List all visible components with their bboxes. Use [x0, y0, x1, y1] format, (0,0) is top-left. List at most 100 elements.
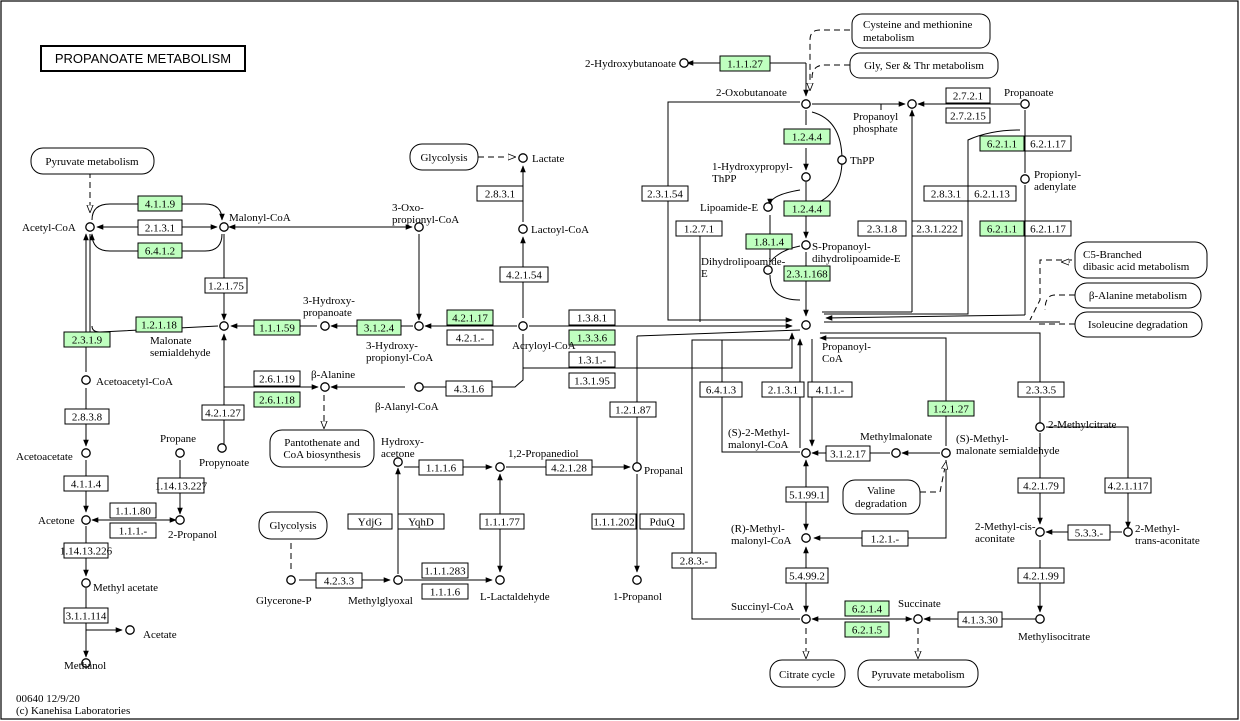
compound-node[interactable]: (S)-Methyl-malonate semialdehyde: [941, 433, 1060, 458]
pathway-beta-alanine[interactable]: β-Alanine metabolism: [1074, 282, 1202, 309]
enzyme-box[interactable]: 4.2.1.-: [446, 329, 494, 346]
enzyme-box[interactable]: 2.1.3.1: [761, 381, 805, 398]
compound-node[interactable]: Methanol: [64, 658, 106, 672]
compound-node[interactable]: 3-Hydroxy-propanoate: [303, 295, 355, 331]
compound-node[interactable]: 1-Hydroxypropyl-ThPP: [712, 161, 811, 185]
compound-node[interactable]: Propynoate: [199, 443, 249, 469]
pathway-citrate-cycle[interactable]: Citrate cycle: [769, 659, 846, 688]
enzyme-box[interactable]: 4.2.1.28: [545, 459, 593, 476]
enzyme-box[interactable]: 1.2.1.87: [609, 401, 657, 418]
compound-node[interactable]: Methyl acetate: [81, 578, 158, 594]
compound-node[interactable]: Glycerone-P: [256, 575, 312, 607]
compound-node[interactable]: Methylglyoxal: [348, 575, 413, 607]
enzyme-box[interactable]: 1.1.1.59: [253, 319, 301, 336]
compound-node[interactable]: ThPP: [837, 155, 875, 167]
enzyme-box[interactable]: 2.3.3.5: [1017, 381, 1065, 398]
enzyme-box[interactable]: 1.3.1.-: [568, 351, 616, 368]
enzyme-box[interactable]: 4.2.1.27: [201, 404, 245, 421]
enzyme-box[interactable]: 4.2.1.99: [1017, 567, 1065, 584]
pathway-pyruvate-metabolism-2[interactable]: Pyruvate metabolism: [857, 659, 979, 688]
enzyme-box[interactable]: 1.2.4.4: [783, 200, 831, 217]
compound-node[interactable]: 1-Propanol: [613, 575, 662, 603]
compound-node[interactable]: Propanoyl-CoA: [801, 320, 871, 365]
enzyme-box[interactable]: 4.3.1.6: [445, 380, 493, 397]
enzyme-box[interactable]: 2.6.1.19: [253, 370, 301, 387]
enzyme-box[interactable]: 6.2.1.5: [844, 621, 890, 638]
compound-node[interactable]: L-Lactaldehyde: [480, 575, 550, 603]
enzyme-box[interactable]: 2.8.3.1: [923, 185, 969, 202]
compound-node[interactable]: β-Alanine: [311, 369, 355, 392]
enzyme-box[interactable]: 3.1.2.17: [825, 445, 871, 462]
compound-node[interactable]: Hydroxy-acetone: [381, 436, 424, 467]
compound-node[interactable]: S-Propanoyl-dihydrolipoamide-E: [801, 240, 901, 265]
enzyme-box[interactable]: 2.8.3.-: [671, 552, 717, 569]
compound-node[interactable]: 1,2-Propanediol: [495, 448, 579, 472]
enzyme-box[interactable]: 1.1.1.27: [719, 55, 771, 72]
pathway-cysteine-methionine[interactable]: Cysteine and methionine metabolism: [851, 13, 991, 49]
enzyme-box[interactable]: 1.2.1.-: [861, 530, 909, 547]
pathway-pyruvate-metabolism[interactable]: Pyruvate metabolism: [30, 147, 155, 175]
gene-box[interactable]: PduQ: [639, 513, 685, 530]
enzyme-box[interactable]: 1.14.13.227: [155, 477, 208, 494]
enzyme-box[interactable]: 3.1.2.4: [356, 319, 402, 336]
pathway-pantothenate[interactable]: Pantothenate and CoA biosynthesis: [269, 429, 375, 468]
enzyme-box[interactable]: 4.1.1.4: [63, 475, 109, 492]
enzyme-box[interactable]: 4.1.3.30: [957, 611, 1003, 628]
compound-node[interactable]: β-Alanyl-CoA: [375, 382, 439, 413]
enzyme-box[interactable]: 2.8.3.1: [476, 185, 524, 202]
compound-node[interactable]: 2-Methyl-trans-aconitate: [1123, 523, 1200, 547]
enzyme-box[interactable]: 1.1.1.77: [479, 513, 525, 530]
gene-box[interactable]: YqhD: [397, 513, 445, 530]
enzyme-box[interactable]: 6.4.1.3: [699, 381, 743, 398]
compound-node[interactable]: Propionyl-adenylate: [1020, 169, 1082, 193]
pathway-gly-ser-thr[interactable]: Gly, Ser & Thr metabolism: [849, 52, 999, 79]
enzyme-box[interactable]: 4.2.1.117: [1104, 477, 1152, 494]
compound-node[interactable]: Acetoacetyl-CoA: [81, 375, 173, 388]
enzyme-box[interactable]: 1.2.1.27: [927, 400, 975, 417]
compound-node[interactable]: Dihydrolipoamide-E: [701, 256, 786, 280]
compound-node[interactable]: Acetate: [125, 625, 177, 641]
enzyme-box[interactable]: 2.1.3.1: [137, 219, 183, 236]
enzyme-box[interactable]: 1.1.1.-: [109, 522, 157, 539]
enzyme-box[interactable]: 6.2.1.1: [979, 135, 1025, 152]
enzyme-box[interactable]: 6.2.1.1: [979, 220, 1025, 237]
enzyme-box[interactable]: 1.8.1.4: [745, 233, 793, 250]
enzyme-box[interactable]: 5.4.99.2: [785, 567, 829, 584]
compound-node[interactable]: Methylmalonate: [860, 431, 932, 458]
enzyme-box[interactable]: 6.2.1.13: [967, 185, 1017, 202]
enzyme-box[interactable]: 4.1.1.9: [137, 195, 183, 212]
enzyme-box[interactable]: 1.2.7.1: [675, 220, 723, 237]
compound-node[interactable]: 2-Propanol: [168, 515, 217, 541]
enzyme-box[interactable]: 1.1.1.80: [109, 502, 157, 519]
compound-node[interactable]: 2-Hydroxybutanoate: [585, 58, 689, 70]
enzyme-box[interactable]: 1.1.1.283: [421, 562, 469, 579]
enzyme-box[interactable]: 5.3.3.-: [1067, 524, 1111, 541]
enzyme-box[interactable]: 2.7.2.1: [945, 87, 991, 104]
enzyme-box[interactable]: 6.4.1.2: [137, 242, 183, 259]
gene-box[interactable]: YdjG: [347, 513, 393, 530]
compound-node[interactable]: Succinyl-CoA: [731, 601, 811, 624]
compound-node[interactable]: Lipoamide-E: [700, 202, 773, 214]
pathway-glycolysis-2[interactable]: Glycolysis: [258, 511, 328, 540]
enzyme-box[interactable]: 2.3.1.54: [641, 185, 689, 202]
enzyme-box[interactable]: 2.6.1.18: [253, 391, 301, 408]
compound-node[interactable]: Acetone: [38, 515, 91, 527]
compound-node[interactable]: Methylisocitrate: [1018, 614, 1090, 643]
enzyme-box[interactable]: 1.2.1.18: [135, 316, 183, 333]
compound-node[interactable]: Propanoate: [1004, 87, 1054, 109]
compound-node[interactable]: 2-Methyl-cis-aconitate: [975, 521, 1045, 545]
enzyme-box[interactable]: 4.2.1.79: [1017, 477, 1065, 494]
compound-node[interactable]: Malonyl-CoA: [219, 212, 291, 232]
enzyme-box[interactable]: 1.1.1.6: [421, 583, 469, 600]
enzyme-box[interactable]: 1.2.1.75: [204, 277, 248, 294]
enzyme-box[interactable]: 5.1.99.1: [785, 486, 829, 503]
compound-node[interactable]: 3-Hydroxy-propionyl-CoA: [366, 321, 433, 364]
enzyme-box[interactable]: 6.2.1.17: [1024, 220, 1072, 237]
enzyme-box[interactable]: 4.2.1.17: [446, 309, 494, 326]
compound-node[interactable]: (R)-Methyl-malonyl-CoA: [731, 523, 811, 547]
compound-node[interactable]: Lactate: [518, 153, 565, 165]
enzyme-box[interactable]: 3.1.1.114: [63, 607, 109, 624]
compound-node[interactable]: Lactoyl-CoA: [518, 224, 589, 236]
